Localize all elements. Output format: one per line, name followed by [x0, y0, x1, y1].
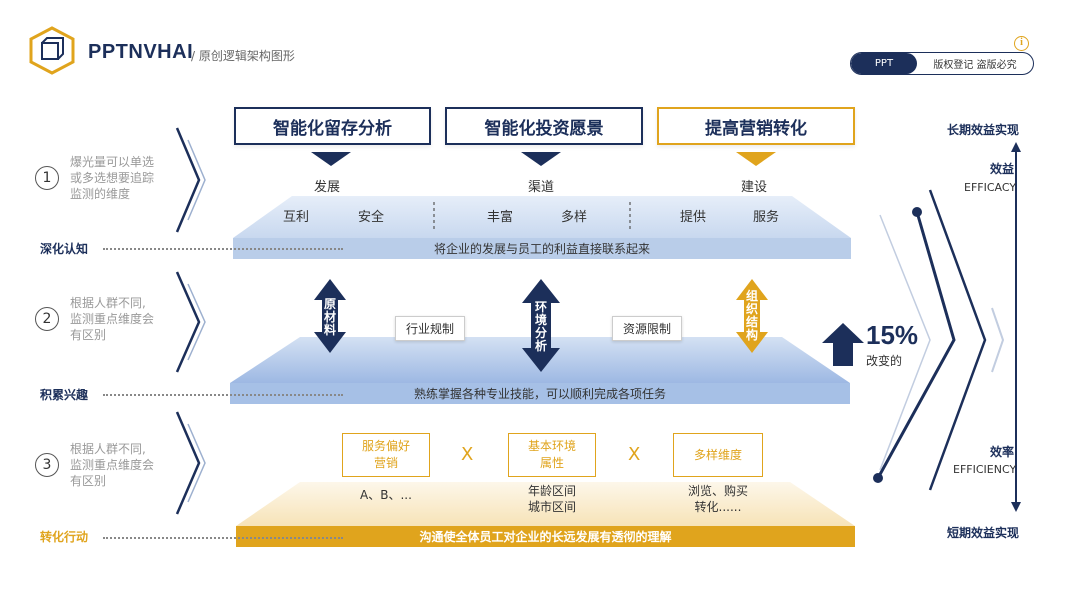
logo-cube-icon — [29, 26, 75, 75]
band-row-1: 将企业的发展与员工的利益直接联系起来 — [233, 238, 851, 259]
multiply-icon: X — [461, 444, 474, 465]
step-number-2: 2 — [35, 307, 59, 331]
item-label: 服务 — [753, 210, 780, 225]
down-triangle-icon — [311, 152, 351, 166]
efficiency-cn: 效率 — [990, 445, 1015, 459]
factor-detail-3: 浏览、购买转化...... — [687, 484, 748, 514]
brand-subtitle: / 原创逻辑架构图形 — [191, 49, 295, 63]
efficiency-en: EFFICIENCY — [953, 463, 1017, 476]
vertical-double-arrow-icon — [1011, 142, 1021, 512]
copyright-pill: PPT 版权登记 盗版必究 — [850, 52, 1034, 75]
band-row-3: 沟通使全体员工对企业的长远发展有透彻的理解 — [236, 526, 855, 547]
efficacy-cn: 效益 — [990, 162, 1015, 176]
pill-ppt-label: PPT — [851, 53, 917, 74]
factor-box-2: 基本环境属性 — [508, 433, 596, 477]
side-note-2: 根据人群不同,监测重点维度会有区别 — [70, 296, 155, 342]
item-label: 丰富 — [487, 210, 514, 225]
item-label: 多样 — [561, 210, 588, 225]
arrow-label-environment: 环境分析 — [534, 300, 547, 353]
column-title-1: 智能化留存分析 — [234, 107, 431, 145]
level-label-1: 深化认知 — [40, 242, 89, 256]
down-triangle-icon — [521, 152, 561, 166]
label-resource-limit: 资源限制 — [612, 316, 683, 341]
multiply-icon: X — [628, 444, 641, 465]
factor-detail-2: 年龄区间城市区间 — [527, 484, 576, 514]
stat-value: 15% — [866, 320, 919, 350]
factor-box-1: 服务偏好营销 — [342, 433, 430, 477]
platform-3 — [236, 482, 855, 526]
info-icon[interactable]: i — [1014, 36, 1029, 51]
column-title-2: 智能化投资愿景 — [445, 107, 643, 145]
level-label-3: 转化行动 — [40, 530, 89, 544]
brand-name: PPTNVHAI — [88, 41, 194, 63]
column-sub-1: 发展 — [313, 180, 340, 195]
short-term-label: 短期效益实现 — [947, 526, 1020, 540]
column-sub-3: 建设 — [740, 180, 767, 195]
item-label: 互利 — [283, 210, 310, 225]
arrow-label-organization: 组织结构 — [745, 289, 758, 342]
arrow-raw-material-icon — [314, 279, 346, 353]
level-label-2: 积累兴趣 — [40, 388, 89, 402]
step-number-3: 3 — [35, 453, 59, 477]
dotted-leader — [103, 537, 343, 539]
platform-1 — [233, 196, 851, 238]
item-label: 提供 — [680, 210, 707, 225]
column-title-3: 提高营销转化 — [657, 107, 855, 145]
arrow-organization-icon — [736, 279, 768, 353]
dotted-leader — [103, 248, 343, 250]
down-triangle-icon — [736, 152, 776, 166]
up-arrow-icon — [822, 323, 864, 366]
efficacy-en: EFFICACY — [964, 181, 1017, 194]
factor-box-3: 多样维度 — [673, 433, 763, 477]
arrow-environment-icon — [522, 279, 560, 372]
side-note-1: 爆光量可以单选或多选想要追踪监测的维度 — [70, 155, 155, 201]
long-term-label: 长期效益实现 — [947, 123, 1020, 137]
side-note-3: 根据人群不同,监测重点维度会有区别 — [70, 442, 155, 488]
step-number-1: 1 — [35, 166, 59, 190]
arrow-label-raw-material: 原材料 — [323, 297, 336, 337]
label-industry-regulation: 行业规制 — [395, 316, 466, 341]
right-chevrons — [873, 189, 1005, 491]
stat-label: 改变的 — [866, 354, 903, 368]
band-row-2: 熟练掌握各种专业技能，可以顺利完成各项任务 — [230, 383, 850, 404]
factor-detail-1: A、B、... — [360, 488, 412, 502]
left-chevrons — [175, 127, 206, 515]
dotted-leader — [103, 394, 343, 396]
column-sub-2: 渠道 — [527, 180, 554, 195]
item-label: 安全 — [358, 210, 385, 225]
pill-copyright-label: 版权登记 盗版必究 — [933, 60, 1017, 71]
